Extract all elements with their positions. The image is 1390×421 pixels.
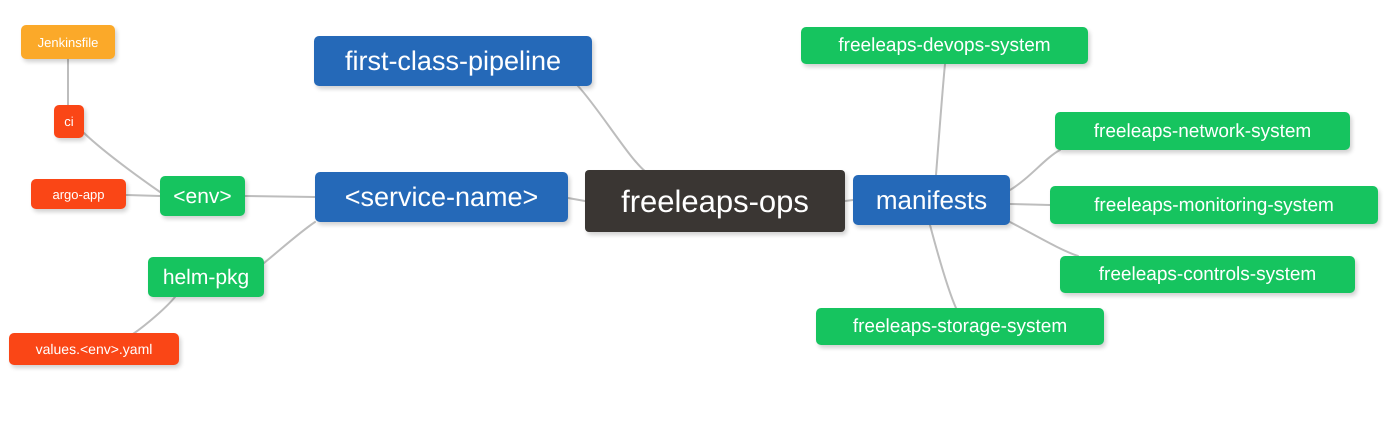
node-values-yaml[interactable]: values.<env>.yaml xyxy=(9,333,179,365)
edge-manifests-to-controls-system xyxy=(1009,221,1079,257)
node-network-system[interactable]: freeleaps-network-system xyxy=(1055,112,1350,150)
edge-freeleaps-ops-to-service-name xyxy=(567,197,586,202)
edge-env-to-argo-app xyxy=(125,194,161,197)
edge-manifests-to-network-system xyxy=(1009,149,1061,191)
node-env[interactable]: <env> xyxy=(160,176,245,216)
node-ci[interactable]: ci xyxy=(54,105,84,138)
edge-freeleaps-ops-to-first-class-pipeline xyxy=(577,85,647,173)
node-freeleaps-ops[interactable]: freeleaps-ops xyxy=(585,170,845,232)
edge-manifests-to-devops-system xyxy=(935,63,946,176)
node-jenkinsfile[interactable]: Jenkinsfile xyxy=(21,25,115,59)
node-argo-app[interactable]: argo-app xyxy=(31,179,126,209)
edge-freeleaps-ops-to-manifests xyxy=(844,199,854,202)
node-service-name[interactable]: <service-name> xyxy=(315,172,568,222)
node-controls-system[interactable]: freeleaps-controls-system xyxy=(1060,256,1355,293)
edge-service-name-to-helm-pkg xyxy=(263,221,316,264)
node-monitoring-system[interactable]: freeleaps-monitoring-system xyxy=(1050,186,1378,224)
node-storage-system[interactable]: freeleaps-storage-system xyxy=(816,308,1104,345)
edge-helm-pkg-to-values-yaml xyxy=(132,296,176,335)
edge-manifests-to-storage-system xyxy=(929,224,957,309)
node-helm-pkg[interactable]: helm-pkg xyxy=(148,257,264,297)
node-manifests[interactable]: manifests xyxy=(853,175,1010,225)
edge-manifests-to-monitoring-system xyxy=(1009,203,1051,206)
edge-service-name-to-env xyxy=(244,195,316,198)
node-devops-system[interactable]: freeleaps-devops-system xyxy=(801,27,1088,64)
node-first-class-pipeline[interactable]: first-class-pipeline xyxy=(314,36,592,86)
